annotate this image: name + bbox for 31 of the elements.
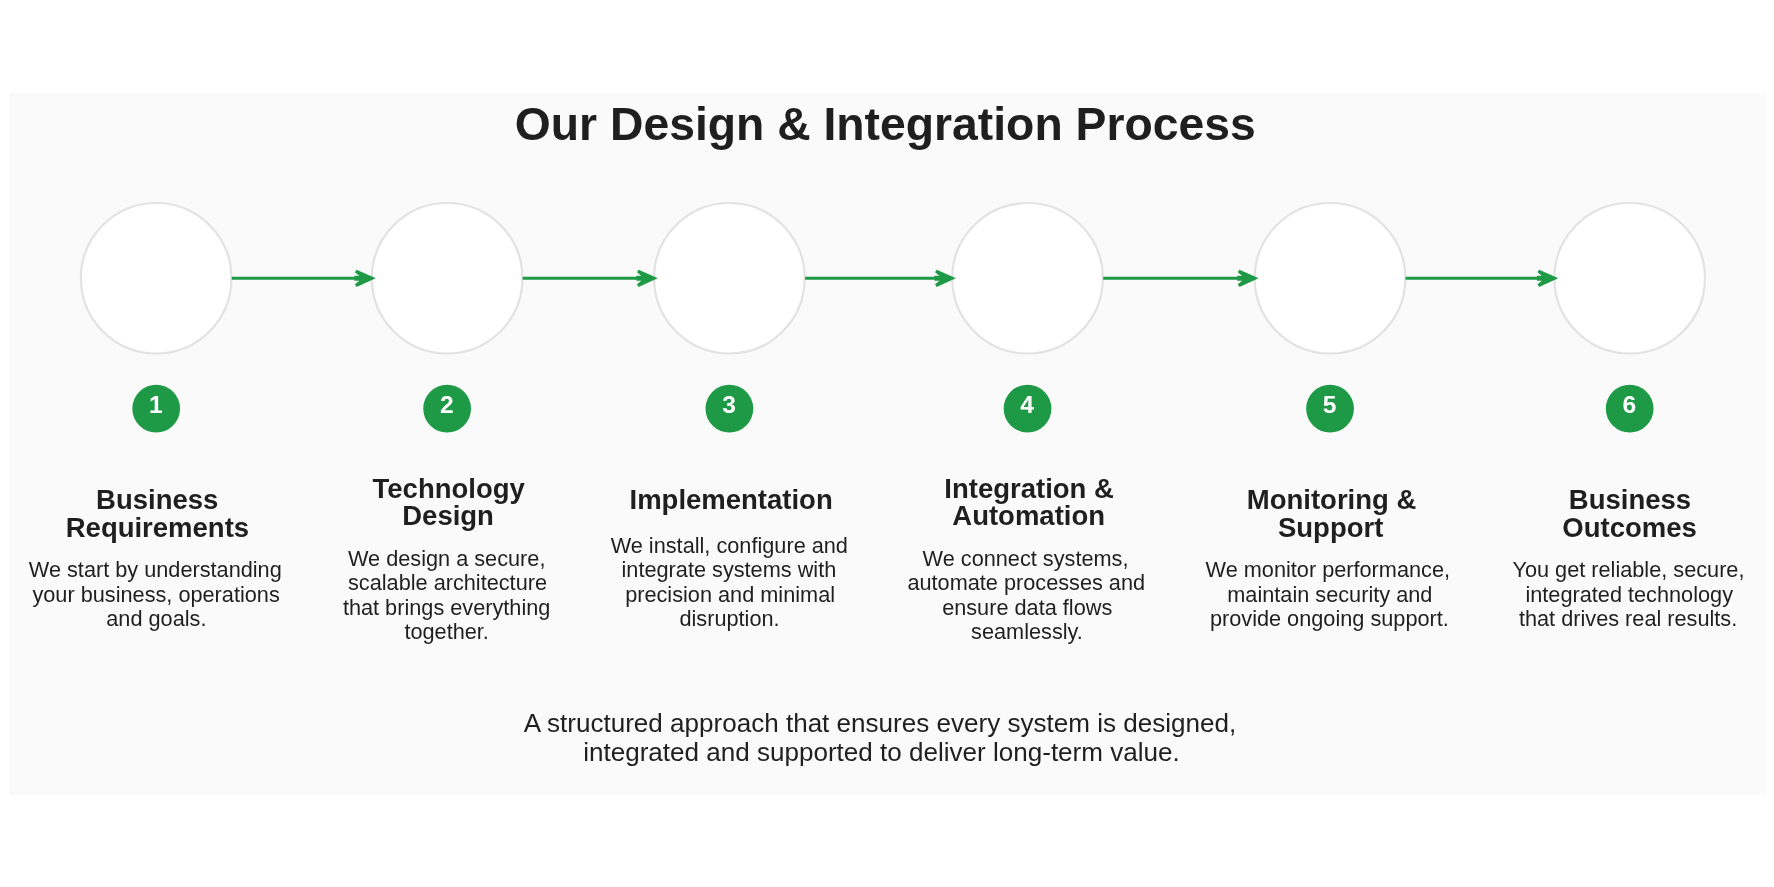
node-circle bbox=[79, 201, 233, 355]
arrow bbox=[522, 269, 655, 287]
arrow bbox=[804, 269, 954, 287]
node-label: Business Requirements bbox=[65, 483, 249, 543]
node-circle bbox=[652, 201, 806, 355]
node-label: Technology Design bbox=[372, 472, 525, 531]
node-circle bbox=[1253, 201, 1406, 355]
node-label: Integration & Automation bbox=[943, 472, 1114, 531]
node-label: 2 bbox=[439, 390, 454, 418]
node-circle bbox=[370, 201, 523, 355]
node-label: You get reliable, secure, integrated technology that drives real results. bbox=[1511, 556, 1744, 631]
node-label: We install, configure and integrate systems with precision and minimal disruption. bbox=[610, 532, 848, 631]
node-circle bbox=[950, 201, 1104, 355]
diagram-title: Our Design & Integration Process bbox=[514, 97, 1256, 150]
node-label: We design a secure, scalable architecture that brings everything together. bbox=[342, 545, 550, 644]
arrow bbox=[1405, 269, 1556, 287]
arrow bbox=[1102, 269, 1256, 287]
node-label: Implementation bbox=[629, 483, 833, 515]
node-label: Business Outcomes bbox=[1561, 483, 1697, 543]
node-label: 1 bbox=[148, 390, 163, 418]
node-label: 4 bbox=[1019, 390, 1034, 418]
arrow bbox=[231, 269, 373, 287]
node-circle bbox=[1552, 201, 1706, 355]
node-label: 3 bbox=[721, 390, 736, 418]
node-label: 5 bbox=[1322, 390, 1336, 418]
node-label: 6 bbox=[1621, 390, 1636, 418]
node-label: We monitor performance, maintain security and provide ongoing support. bbox=[1205, 556, 1450, 631]
node-label: Monitoring & Support bbox=[1246, 483, 1416, 543]
caption: A structured approach that ensures every system is designed, integrated and supported to deliver long-term value. bbox=[523, 707, 1236, 767]
node-label: We start by understanding your business, operations and goals. bbox=[28, 556, 282, 631]
node-label: We connect systems, automate processes and ensure data flows seamlessly. bbox=[906, 545, 1145, 644]
